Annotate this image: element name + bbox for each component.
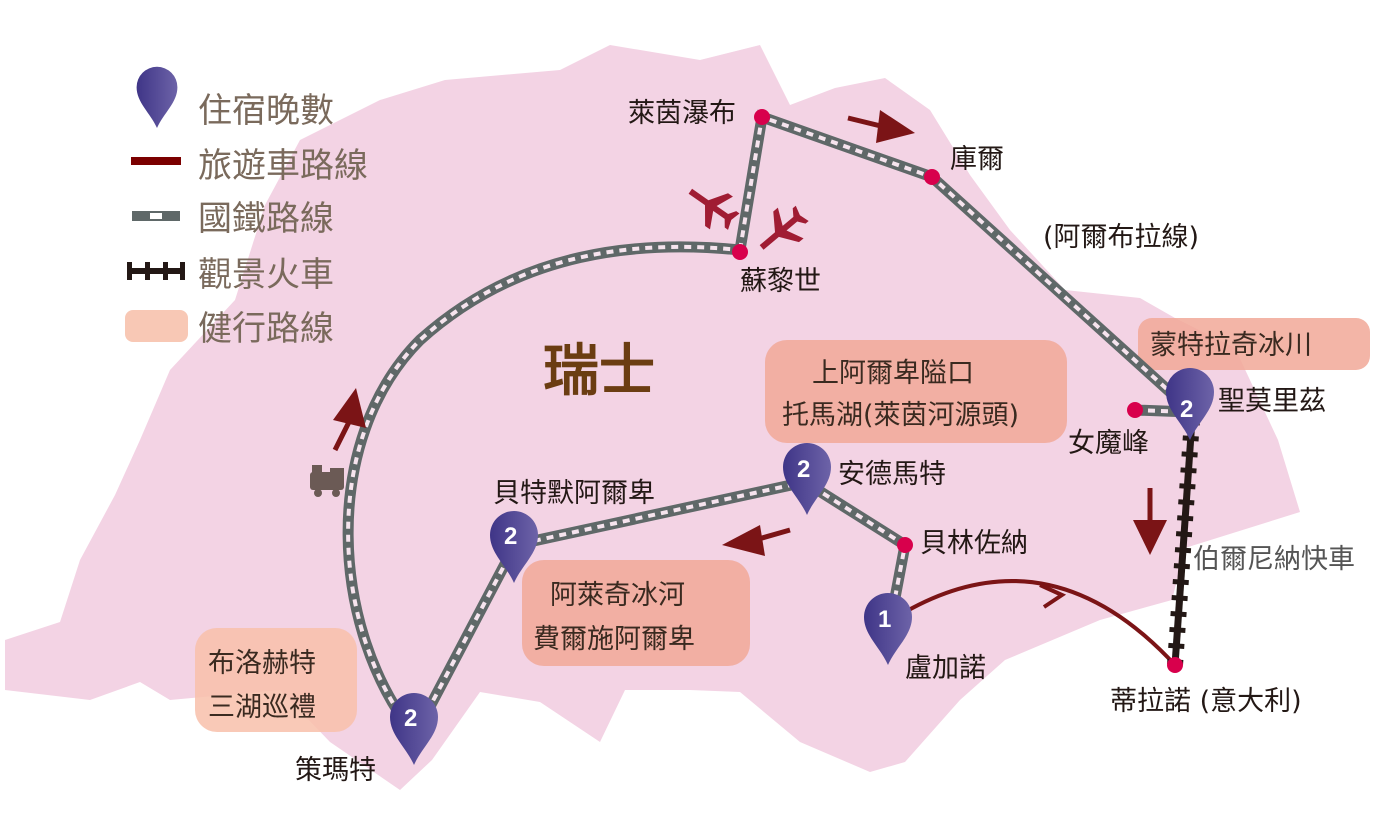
legend-scenic: 觀景火車 — [198, 255, 334, 295]
bus-legend-icon — [131, 157, 181, 165]
station-rhine-falls[interactable] — [754, 109, 770, 125]
label-chur: 庫爾 — [950, 144, 1004, 175]
tour-bus-route — [904, 579, 1177, 667]
hike-oberalp-1: 上阿爾卑隘口 — [812, 358, 974, 389]
hike-legend-icon — [125, 310, 188, 342]
legend-rail: 國鐵路線 — [198, 199, 334, 239]
direction-arrows — [332, 110, 1167, 556]
hike-riffel-1: 布洛赫特 — [208, 648, 316, 679]
label-zermatt: 策瑪特 — [295, 755, 376, 786]
hike-aletsch-1: 阿萊奇冰河 — [550, 580, 685, 611]
label-zurich: 蘇黎世 — [740, 266, 821, 297]
hike-aletsch-2: 費爾施阿爾卑 — [533, 624, 695, 655]
label-betten: 貝特默阿爾卑 — [493, 478, 655, 509]
arrow-icon — [847, 110, 915, 143]
airplane-icon — [759, 205, 809, 250]
rail-legend-icon — [132, 211, 180, 221]
station-diavolezza[interactable] — [1127, 402, 1143, 418]
label-diavolezza: 女魔峰 — [1068, 428, 1149, 459]
svg-text:1: 1 — [878, 606, 891, 633]
airplane-icon — [688, 188, 740, 230]
pin-andermatt[interactable]: 2 — [783, 443, 831, 515]
legend-bus: 旅遊車路線 — [198, 146, 368, 186]
label-bellinzona: 貝林佐納 — [920, 528, 1028, 559]
label-albula: (阿爾布拉線) — [1043, 222, 1199, 253]
legend: 住宿晚數 旅遊車路線 國鐵路線 觀景火車 健行路線 — [125, 66, 368, 349]
country-label: 瑞士 — [543, 339, 655, 404]
legend-nights: 住宿晚數 — [198, 91, 334, 131]
svg-text:2: 2 — [797, 456, 810, 483]
label-rhine-falls: 萊茵瀑布 — [628, 98, 736, 129]
station-bellinzona[interactable] — [897, 537, 913, 553]
svg-text:2: 2 — [1180, 396, 1193, 423]
station-chur[interactable] — [924, 169, 940, 185]
label-tirano: 蒂拉諾 (意大利) — [1110, 686, 1302, 717]
svg-text:2: 2 — [404, 705, 417, 732]
pin-lugano[interactable]: 1 — [864, 593, 912, 665]
arrow-icon — [722, 525, 791, 556]
station-tirano[interactable] — [1167, 657, 1183, 673]
label-lugano: 盧加諾 — [905, 653, 986, 684]
bus-direction-icon — [1039, 583, 1067, 609]
hike-oberalp-2: 托馬湖(萊茵河源頭) — [782, 400, 1019, 431]
hiking-areas: 蒙特拉奇冰川 上阿爾卑隘口 托馬湖(萊茵河源頭) 阿萊奇冰河 費爾施阿爾卑 布洛… — [195, 318, 1370, 732]
hike-morteratsch: 蒙特拉奇冰川 — [1150, 330, 1312, 361]
svg-text:2: 2 — [504, 523, 517, 550]
pin-legend-icon — [136, 66, 178, 128]
switzerland-land — [5, 45, 1300, 790]
label-andermatt: 安德馬特 — [838, 459, 946, 490]
hike-riffel-2: 三湖巡禮 — [208, 692, 316, 723]
airplane-icons — [688, 188, 809, 250]
train-icon — [310, 465, 344, 497]
bernina-express-line — [1167, 419, 1200, 666]
stations — [732, 109, 1183, 673]
scenic-legend-icon — [127, 262, 185, 280]
label-bernina: 伯爾尼納快車 — [1193, 544, 1355, 575]
pin-zermatt[interactable]: 2 — [390, 693, 438, 765]
label-st-moritz: 聖莫里茲 — [1218, 386, 1326, 417]
pin-betten[interactable]: 2 — [490, 511, 538, 583]
station-zurich[interactable] — [732, 244, 748, 260]
legend-hiking: 健行路線 — [198, 309, 334, 349]
pin-st-moritz[interactable]: 2 — [1166, 368, 1214, 440]
arrow-icon — [1133, 488, 1167, 555]
arrow-icon — [332, 388, 366, 452]
